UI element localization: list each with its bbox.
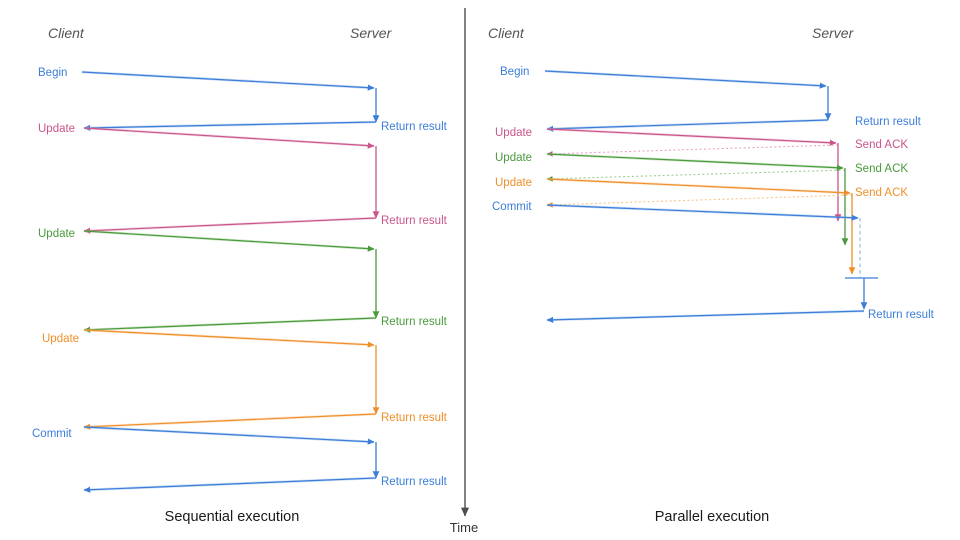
message-label-parallel-1: Return result bbox=[855, 116, 922, 128]
message-update3-request-sequential bbox=[83, 329, 375, 348]
message-update3-response-sequential bbox=[83, 413, 377, 430]
message-label-sequential-4: Return result bbox=[381, 215, 448, 227]
message-begin-request-sequential bbox=[81, 71, 375, 91]
message-label-parallel-5: Send ACK bbox=[855, 163, 908, 175]
message-label-parallel-9: Return result bbox=[868, 309, 935, 321]
message-label-parallel-6: Update bbox=[495, 177, 532, 189]
message-update3-ack-parallel bbox=[546, 194, 853, 208]
message-commit-response-sequential bbox=[83, 477, 377, 493]
lifeline-header-server-sequential: Server bbox=[350, 25, 393, 41]
message-label-sequential-5: Update bbox=[42, 333, 79, 345]
message-update2-ack-parallel bbox=[546, 169, 846, 182]
message-commit-response-parallel bbox=[546, 310, 865, 323]
message-arrows-layer bbox=[81, 69, 878, 493]
message-begin-response-sequential bbox=[83, 121, 377, 131]
message-update1-request-parallel bbox=[546, 128, 837, 146]
message-label-sequential-8: Return result bbox=[381, 412, 448, 424]
message-label-parallel-0: Begin bbox=[500, 66, 529, 78]
message-label-sequential-9: Return result bbox=[381, 476, 448, 488]
message-label-sequential-0: Begin bbox=[38, 67, 67, 79]
message-update2-request-parallel bbox=[546, 153, 844, 171]
message-label-sequential-3: Update bbox=[38, 228, 75, 240]
lifeline-header-server-parallel: Server bbox=[812, 25, 855, 41]
message-update1-response-sequential bbox=[83, 217, 377, 234]
message-label-parallel-2: Update bbox=[495, 127, 532, 139]
message-update3-request-parallel bbox=[546, 178, 851, 196]
message-update2-request-sequential bbox=[83, 230, 375, 252]
lifeline-header-client-sequential: Client bbox=[48, 25, 85, 41]
message-label-parallel-4: Update bbox=[495, 152, 532, 164]
message-label-sequential-6: Return result bbox=[381, 316, 448, 328]
message-update1-request-sequential bbox=[83, 127, 375, 149]
message-update2-response-sequential bbox=[83, 317, 377, 333]
message-begin-request-parallel bbox=[544, 70, 827, 89]
time-axis-layer: Time bbox=[450, 8, 478, 535]
lifeline-headers-layer: Client Server Client Server bbox=[48, 25, 855, 41]
panel-caption-parallel: Parallel execution bbox=[655, 509, 769, 525]
message-label-parallel-3: Send ACK bbox=[855, 139, 908, 151]
lifeline-header-client-parallel: Client bbox=[488, 25, 525, 41]
message-label-sequential-7: Commit bbox=[32, 428, 72, 440]
message-update1-ack-parallel bbox=[546, 144, 839, 157]
time-axis-label: Time bbox=[450, 520, 478, 535]
message-commit-request-parallel bbox=[546, 204, 859, 221]
panel-captions-layer: Sequential execution Parallel execution bbox=[165, 509, 770, 525]
message-commit-request-sequential bbox=[83, 426, 375, 445]
message-label-sequential-2: Return result bbox=[381, 121, 448, 133]
panel-caption-sequential: Sequential execution bbox=[165, 509, 300, 525]
message-label-parallel-8: Commit bbox=[492, 201, 532, 213]
message-begin-response-parallel bbox=[546, 119, 829, 132]
message-label-parallel-7: Send ACK bbox=[855, 187, 908, 199]
message-label-sequential-1: Update bbox=[38, 123, 75, 135]
